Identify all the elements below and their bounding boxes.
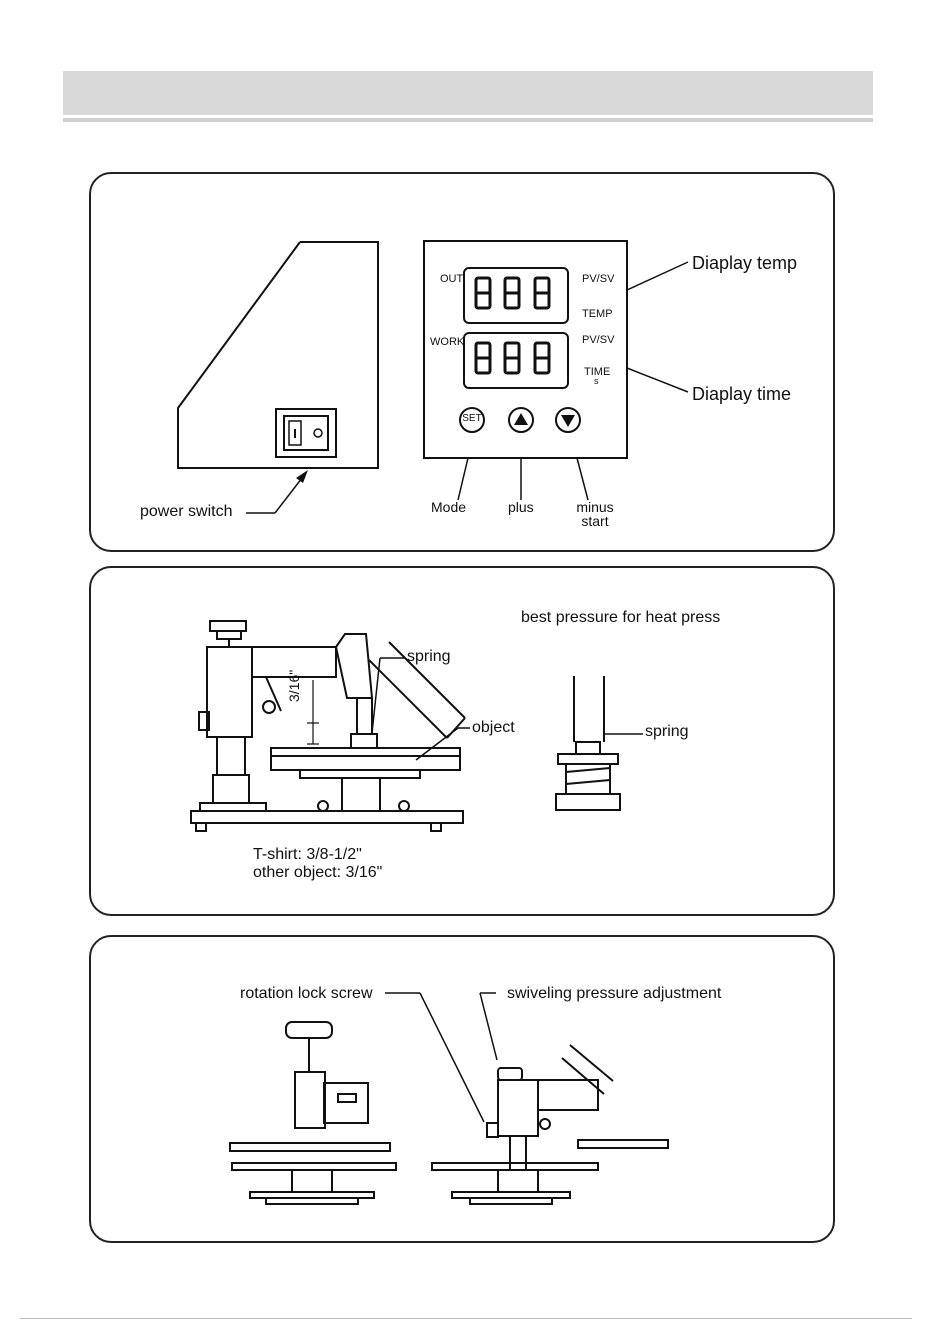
time-unit-label: s [594, 376, 599, 386]
work-label: WORK [430, 336, 464, 348]
spring-detail-label: spring [645, 723, 689, 741]
temp-display [464, 268, 568, 323]
best-pressure-label: best pressure for heat press [521, 609, 720, 627]
out-label: OUT [440, 273, 463, 285]
swiveling-label: swiveling pressure adjustment [507, 985, 721, 1003]
power-switch-icon [276, 409, 336, 457]
page-bottom-rule [20, 1318, 912, 1319]
tshirt-gap-label: T-shirt: 3/8-1/2" [253, 846, 362, 864]
power-switch-label: power switch [140, 503, 232, 521]
pressure-diagram [89, 566, 835, 916]
other-object-gap-label: other object: 3/16" [253, 864, 382, 882]
display-temp-label: Diaplay temp [692, 253, 797, 274]
rotation-lock-label: rotation lock screw [240, 985, 373, 1003]
gap-dimension-label: 3/16" [286, 670, 302, 702]
spring-label: spring [407, 648, 451, 666]
pv-sv-label-2: PV/SV [582, 334, 614, 346]
object-label: object [472, 719, 515, 737]
rotation-diagram [89, 935, 835, 1243]
start-label: start [572, 513, 618, 529]
display-time-label: Diaplay time [692, 384, 791, 405]
pv-sv-label-1: PV/SV [582, 273, 614, 285]
temp-label: TEMP [582, 308, 613, 320]
minus-button-icon [556, 408, 580, 432]
mode-label: Mode [431, 499, 466, 515]
time-display [464, 333, 568, 388]
set-button: SET [460, 413, 484, 424]
plus-button-icon [509, 408, 533, 432]
plus-label: plus [508, 499, 534, 515]
